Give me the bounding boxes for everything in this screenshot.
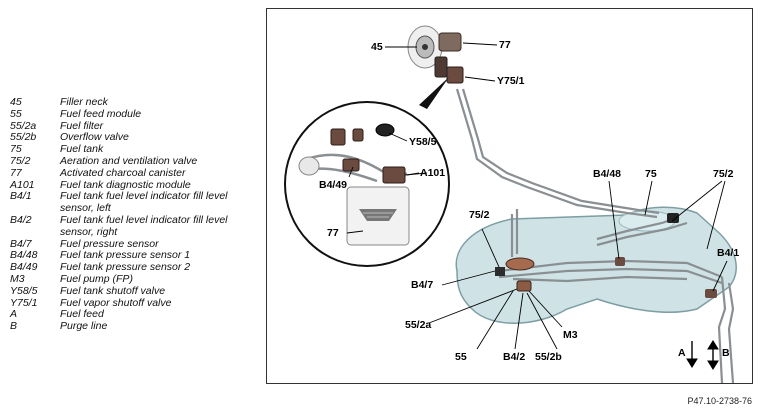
- callout-overflow-valve: 55/2b: [535, 351, 562, 363]
- legend-code: B4/48: [10, 249, 38, 262]
- callout-fuel-feed-module: 55: [455, 351, 467, 363]
- legend-description: Fuel filter: [60, 119, 104, 132]
- fuel-tank: [455, 206, 737, 324]
- legend-row: B4/49 Fuel tank pressure sensor 2: [10, 261, 260, 274]
- legend-code: A: [10, 308, 18, 321]
- legend-code: B4/7: [10, 237, 32, 250]
- legend-description: Fuel tank pressure sensor 1: [60, 249, 191, 262]
- fill-level-sensor-left: [705, 289, 717, 298]
- legend-row: 75/2 Aeration and ventilation valve: [10, 154, 260, 168]
- legend-row: 77 Activated charcoal canister: [10, 166, 260, 180]
- vapor-lines: [455, 88, 660, 257]
- component-cluster: [434, 56, 448, 78]
- callout-pressure-sensor-2: B4/49: [319, 179, 348, 191]
- fuel-system-illustration: [284, 25, 737, 383]
- legend-code: M3: [10, 272, 25, 285]
- aeration-valve-right: [667, 213, 679, 223]
- callout-fuel-tank-shutoff-valve: Y58/5: [409, 136, 437, 148]
- reference-code: P47.10-2738-76: [687, 396, 752, 406]
- legend-description: Fuel vapor shutoff valve: [60, 296, 172, 309]
- legend-row: B4/7 Fuel pressure sensor: [10, 237, 260, 251]
- callout-aeration-valve-right: 75/2: [713, 168, 734, 180]
- legend-description: Fuel tank shutoff valve: [60, 284, 166, 297]
- legend-code: Y75/1: [10, 296, 38, 309]
- fuel-lines: [498, 215, 735, 383]
- legend-row: B Purge line: [10, 320, 260, 333]
- callout-fill-level-sensor-right: B4/2: [503, 351, 526, 363]
- callout-fuel-tank: 75: [645, 168, 657, 180]
- legend-row: B4/48 Fuel tank pressure sensor 1: [10, 250, 260, 262]
- legend-description: Fuel feed module: [60, 107, 142, 120]
- flow-arrows: [686, 340, 719, 370]
- callout-fill-level-sensor-left: B4/1: [717, 247, 740, 259]
- legend-row: Y75/1 Fuel vapor shutoff valve: [10, 296, 260, 310]
- legend-code: 55: [10, 107, 22, 120]
- fuel-pump: [516, 280, 532, 292]
- diagram-panel: 45 77 Y75/1 Y58/5 A101 B4/49 77 B4/48 75…: [266, 8, 753, 384]
- legend-code: B4/2: [10, 213, 32, 226]
- callout-charcoal-canister: 77: [499, 39, 511, 51]
- inset-pointer: [419, 77, 449, 109]
- legend-description: Fuel pressure sensor: [60, 237, 159, 250]
- legend-description: Fuel tank fuel level indicator fill leve…: [60, 213, 228, 238]
- legend-code: Y58/5: [10, 284, 38, 297]
- legend-code: 45: [10, 96, 22, 108]
- fuel-feed-module: [505, 257, 535, 271]
- legend-description: Fuel tank pressure sensor 2: [60, 261, 191, 274]
- legend-code: B: [10, 320, 18, 333]
- legend-code: B4/49: [10, 261, 38, 274]
- legend-row: 55/2b Overflow valve: [10, 132, 260, 144]
- fuel-vapor-shutoff-valve: [446, 66, 464, 84]
- legend-row: A101 Fuel tank diagnostic module: [10, 178, 260, 192]
- legend-description: Overflow valve: [60, 131, 129, 144]
- legend-row: 55 Fuel feed module: [10, 107, 260, 121]
- callout-fuel-feed: A: [678, 347, 686, 359]
- legend-row: 55/2a Fuel filter: [10, 119, 260, 133]
- legend-description: Fuel tank: [60, 143, 104, 156]
- legend-code: 55/2b: [10, 131, 37, 144]
- fuel-pressure-sensor: [495, 267, 505, 276]
- legend-code: 55/2a: [10, 119, 37, 132]
- leader-lines: [346, 42, 728, 350]
- legend-code: B4/1: [10, 190, 32, 203]
- legend-code: 77: [10, 166, 22, 179]
- legend-row: 45 Filler neck: [10, 96, 260, 109]
- charcoal-canister-top: [438, 32, 462, 52]
- callout-aeration-valve-left: 75/2: [469, 209, 490, 221]
- legend-description: Fuel pump (FP): [60, 272, 133, 285]
- callout-fuel-pressure-sensor: B4/7: [411, 279, 434, 291]
- callout-fuel-vapor-shutoff-valve: Y75/1: [497, 75, 525, 87]
- legend-row: M3 Fuel pump (FP): [10, 272, 260, 286]
- legend-description: Activated charcoal canister: [60, 166, 186, 179]
- legend-description: Fuel feed: [60, 308, 104, 321]
- callout-charcoal-canister-inset: 77: [327, 227, 339, 239]
- legend-row: 75 Fuel tank: [10, 143, 260, 156]
- legend-code: 75/2: [10, 154, 31, 167]
- legend-description: Filler neck: [60, 96, 108, 108]
- legend-row: A Fuel feed: [10, 309, 260, 321]
- callout-fuel-tank-diagnostic-module: A101: [420, 167, 446, 179]
- pressure-sensor-1: [615, 257, 625, 266]
- legend-description: Purge line: [60, 320, 108, 333]
- callout-filler-neck: 45: [371, 41, 383, 53]
- legend-row: Y58/5 Fuel tank shutoff valve: [10, 284, 260, 298]
- callout-fuel-filter: 55/2a: [405, 319, 432, 331]
- legend-code: 75: [10, 143, 22, 156]
- legend-code: A101: [10, 178, 35, 191]
- legend-row: B4/1 Fuel tank fuel level indicator fill …: [10, 191, 260, 215]
- legend-description: Aeration and ventilation valve: [60, 154, 198, 167]
- legend-description: Fuel tank fuel level indicator fill leve…: [60, 190, 228, 215]
- legend-row: B4/2 Fuel tank fuel level indicator fill …: [10, 213, 260, 239]
- callout-purge-line: B: [722, 347, 730, 359]
- callout-pressure-sensor-1: B4/48: [593, 168, 622, 180]
- legend-description: Fuel tank diagnostic module: [60, 178, 191, 191]
- callout-fuel-pump: M3: [563, 329, 578, 341]
